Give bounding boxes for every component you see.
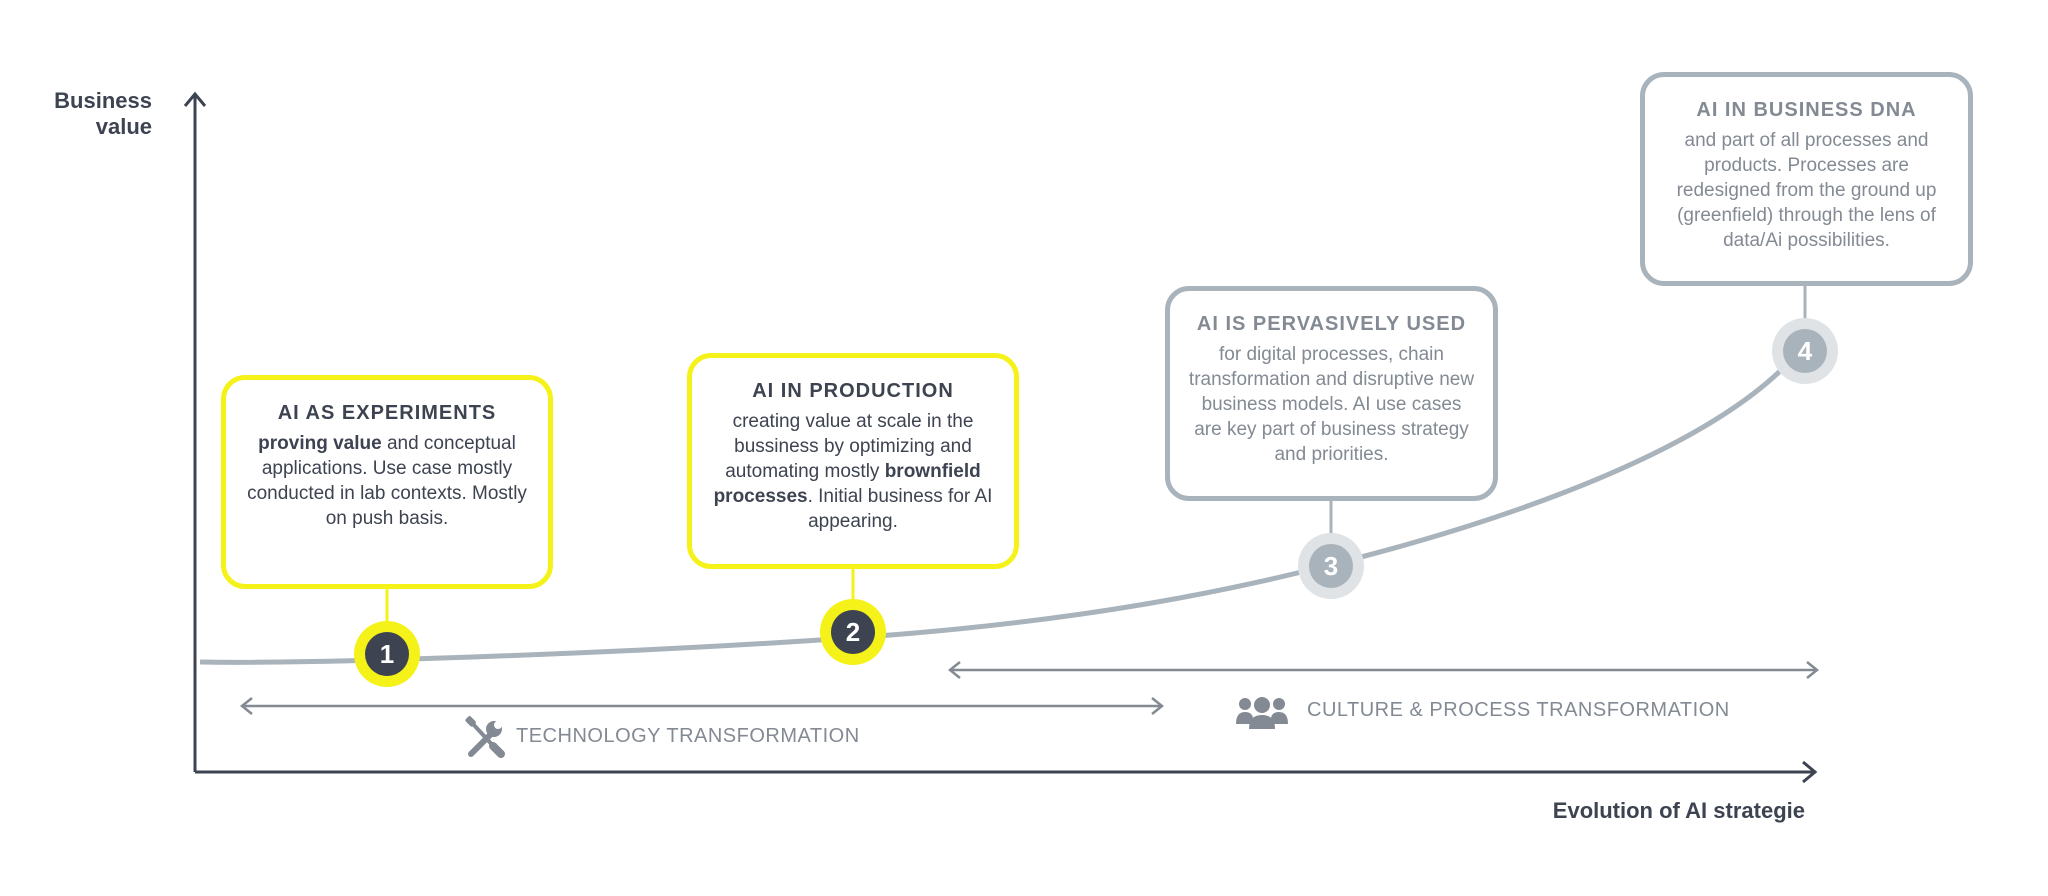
stage-number-3: 3 (1324, 551, 1338, 581)
stage-number-1: 1 (380, 639, 394, 669)
stage-description-2-bold: brownfield processes (713, 461, 981, 507)
culture-process-transformation-label: CULTURE & PROCESS TRANSFORMATION (1307, 699, 1730, 721)
stage-card-3: AI IS PERVASIVELY USED for digital proce… (1165, 286, 1498, 501)
y-axis-label-line2: value (95, 114, 152, 139)
stage-card-1: AI AS EXPERIMENTS proving value and conc… (221, 375, 553, 589)
stage-title-3: AI IS PERVASIVELY USED (1196, 313, 1467, 335)
growth-curve (199, 348, 1802, 665)
stage-marker-3: 3 (1298, 533, 1364, 599)
x-axis-label: Evolution of AI strategie (1552, 798, 1805, 823)
stage-title-2: AI IN PRODUCTION (752, 380, 954, 402)
stage-number-2: 2 (846, 617, 860, 647)
y-axis-label: Business value (30, 88, 152, 140)
technology-phase-arrow (239, 697, 1165, 715)
technology-transformation-label: TECHNOLOGY TRANSFORMATION (516, 725, 860, 747)
stage-marker-2: 2 (820, 599, 886, 665)
culture-phase-arrow (947, 661, 1820, 679)
stage-description-2: creating value at scale in the bussiness… (710, 409, 996, 534)
stage-description-2-after: . Initial business for AI appearing. (807, 486, 993, 532)
stage-title-4: AI IN BUSINESS DNA (1696, 99, 1917, 121)
stage-card-4: AI IN BUSINESS DNA and part of all proce… (1640, 72, 1973, 286)
stage-marker-4: 4 (1772, 318, 1838, 384)
tools-icon (465, 716, 505, 758)
stage-description-3: for digital processes, chain transformat… (1188, 344, 1475, 465)
stage-description-1-rest: and conceptual applications. Use case mo… (247, 433, 527, 529)
stage-card-2: AI IN PRODUCTION creating value at scale… (687, 353, 1019, 569)
stage-number-4: 4 (1798, 336, 1813, 366)
y-axis-arrowhead (183, 91, 207, 107)
stage-marker-1: 1 (354, 621, 420, 687)
stage-description-1: proving value and conceptual application… (244, 431, 530, 531)
people-group-icon (1236, 697, 1288, 729)
stage-title-1: AI AS EXPERIMENTS (277, 402, 497, 424)
stage-description-4: and part of all processes and products. … (1676, 130, 1937, 251)
stage-description-1-bold: proving value (258, 433, 382, 454)
stage-description-2-before: creating value at scale in the bussiness… (725, 411, 974, 482)
y-axis-label-line1: Business (54, 88, 152, 113)
x-axis-arrowhead (1802, 760, 1818, 784)
